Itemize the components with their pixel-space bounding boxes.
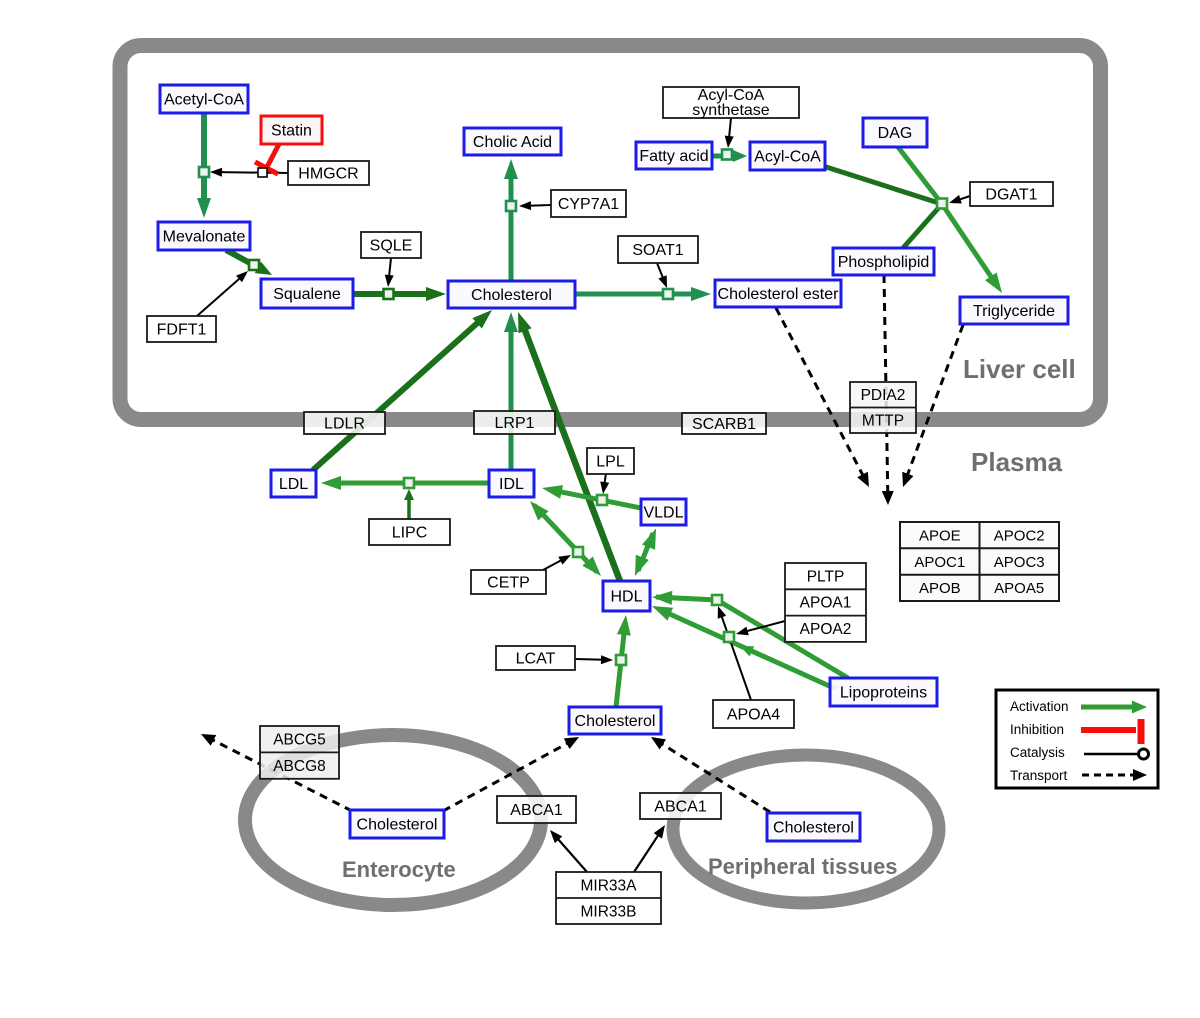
svg-text:SCARB1: SCARB1 bbox=[692, 416, 756, 433]
svg-text:CETP: CETP bbox=[487, 574, 530, 591]
svg-text:APOB: APOB bbox=[919, 580, 961, 597]
svg-text:MIR33B: MIR33B bbox=[581, 903, 637, 920]
svg-text:APOC1: APOC1 bbox=[914, 554, 965, 571]
svg-text:Fatty acid: Fatty acid bbox=[639, 148, 708, 165]
svg-text:Enterocyte: Enterocyte bbox=[342, 857, 456, 882]
svg-text:Cholesterol: Cholesterol bbox=[471, 287, 552, 304]
svg-text:Triglyceride: Triglyceride bbox=[973, 303, 1055, 320]
svg-text:MIR33A: MIR33A bbox=[581, 877, 638, 894]
svg-text:APOA4: APOA4 bbox=[727, 706, 780, 723]
svg-text:VLDL: VLDL bbox=[643, 505, 683, 522]
svg-text:ABCG8: ABCG8 bbox=[273, 758, 326, 775]
svg-text:Activation: Activation bbox=[1010, 699, 1069, 714]
svg-text:LPL: LPL bbox=[596, 453, 625, 470]
svg-text:APOC3: APOC3 bbox=[994, 554, 1045, 571]
svg-text:Catalysis: Catalysis bbox=[1010, 745, 1065, 760]
svg-text:ABCA1: ABCA1 bbox=[654, 798, 707, 815]
svg-text:APOE: APOE bbox=[919, 528, 961, 545]
svg-text:Mevalonate: Mevalonate bbox=[163, 229, 246, 246]
svg-text:APOA5: APOA5 bbox=[994, 580, 1044, 597]
svg-text:LCAT: LCAT bbox=[516, 650, 556, 667]
svg-text:HMGCR: HMGCR bbox=[298, 165, 358, 182]
svg-text:APOC2: APOC2 bbox=[994, 528, 1045, 545]
svg-text:APOA1: APOA1 bbox=[800, 595, 852, 612]
svg-text:PLTP: PLTP bbox=[807, 568, 845, 585]
svg-text:MTTP: MTTP bbox=[862, 413, 904, 430]
svg-text:SQLE: SQLE bbox=[370, 237, 413, 254]
svg-text:LRP1: LRP1 bbox=[494, 415, 534, 432]
svg-text:CYP7A1: CYP7A1 bbox=[558, 196, 619, 213]
svg-text:Transport: Transport bbox=[1010, 768, 1068, 783]
svg-text:Squalene: Squalene bbox=[273, 286, 341, 303]
svg-text:Phospholipid: Phospholipid bbox=[838, 254, 930, 271]
svg-text:Statin: Statin bbox=[271, 123, 312, 140]
svg-text:Acyl-CoA: Acyl-CoA bbox=[698, 87, 765, 104]
svg-text:LIPC: LIPC bbox=[392, 524, 428, 541]
svg-text:Plasma: Plasma bbox=[971, 447, 1063, 477]
svg-text:HDL: HDL bbox=[610, 589, 642, 606]
svg-text:synthetase: synthetase bbox=[692, 102, 769, 119]
svg-text:Liver cell: Liver cell bbox=[963, 354, 1076, 384]
svg-text:SOAT1: SOAT1 bbox=[632, 242, 683, 259]
svg-text:Cholic Acid: Cholic Acid bbox=[473, 134, 552, 151]
svg-text:Cholesterol: Cholesterol bbox=[575, 713, 656, 730]
svg-text:DAG: DAG bbox=[878, 125, 913, 142]
svg-text:DGAT1: DGAT1 bbox=[985, 186, 1037, 203]
svg-text:ABCG5: ABCG5 bbox=[273, 732, 326, 749]
svg-text:Acetyl-CoA: Acetyl-CoA bbox=[164, 92, 244, 109]
svg-text:IDL: IDL bbox=[499, 476, 524, 493]
svg-text:Peripheral tissues: Peripheral tissues bbox=[708, 854, 898, 879]
svg-text:FDFT1: FDFT1 bbox=[157, 321, 207, 338]
svg-text:LDL: LDL bbox=[279, 476, 308, 493]
svg-text:APOA2: APOA2 bbox=[800, 621, 852, 638]
svg-text:Cholesterol: Cholesterol bbox=[357, 817, 438, 834]
svg-text:Cholesterol: Cholesterol bbox=[773, 820, 854, 837]
svg-text:PDIA2: PDIA2 bbox=[861, 387, 906, 404]
svg-text:LDLR: LDLR bbox=[324, 415, 365, 432]
svg-text:ABCA1: ABCA1 bbox=[510, 802, 563, 819]
svg-text:Inhibition: Inhibition bbox=[1010, 722, 1064, 737]
svg-text:Acyl-CoA: Acyl-CoA bbox=[754, 149, 821, 166]
svg-text:Lipoproteins: Lipoproteins bbox=[840, 685, 927, 702]
svg-text:Cholesterol ester: Cholesterol ester bbox=[718, 286, 840, 303]
